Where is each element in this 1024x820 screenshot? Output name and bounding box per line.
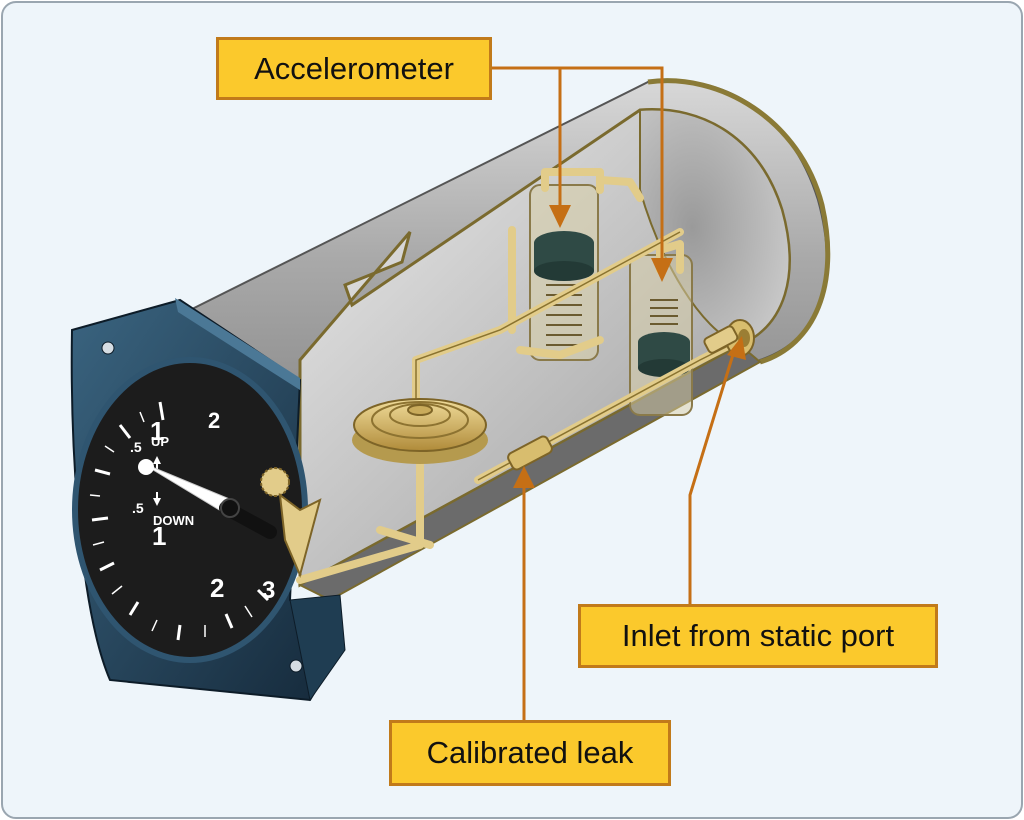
calibrated-leak-label: Calibrated leak bbox=[389, 720, 671, 786]
bezel-corner bbox=[289, 594, 346, 702]
dial-number-2-top: 2 bbox=[208, 408, 220, 433]
gear-linkage bbox=[260, 467, 322, 579]
dial-needle bbox=[138, 459, 277, 539]
arrowheads bbox=[513, 205, 746, 488]
inlet-label: Inlet from static port bbox=[578, 604, 938, 668]
dial-label-up: UP bbox=[151, 434, 169, 449]
diaphragm bbox=[352, 398, 488, 464]
accelerometer-label: Accelerometer bbox=[216, 37, 492, 100]
dial-label-half-up: .5 bbox=[130, 439, 142, 455]
accelerometer-assembly bbox=[529, 184, 693, 416]
dial-face bbox=[72, 357, 308, 663]
dial-label-down: DOWN bbox=[153, 513, 194, 528]
dial-number-2-bottom: 2 bbox=[210, 573, 224, 603]
dial-number-1-bottom: 1 bbox=[152, 521, 166, 551]
calibrated-leak-fitting bbox=[507, 435, 553, 471]
dial-arrows-icon bbox=[153, 456, 161, 506]
leader-lines bbox=[492, 66, 737, 720]
dial-number-3: 3 bbox=[262, 577, 275, 604]
dial-number-1-top: 1 bbox=[150, 416, 164, 446]
dial-label-half-down: .5 bbox=[132, 500, 144, 516]
case-cut-edge bbox=[647, 78, 831, 365]
